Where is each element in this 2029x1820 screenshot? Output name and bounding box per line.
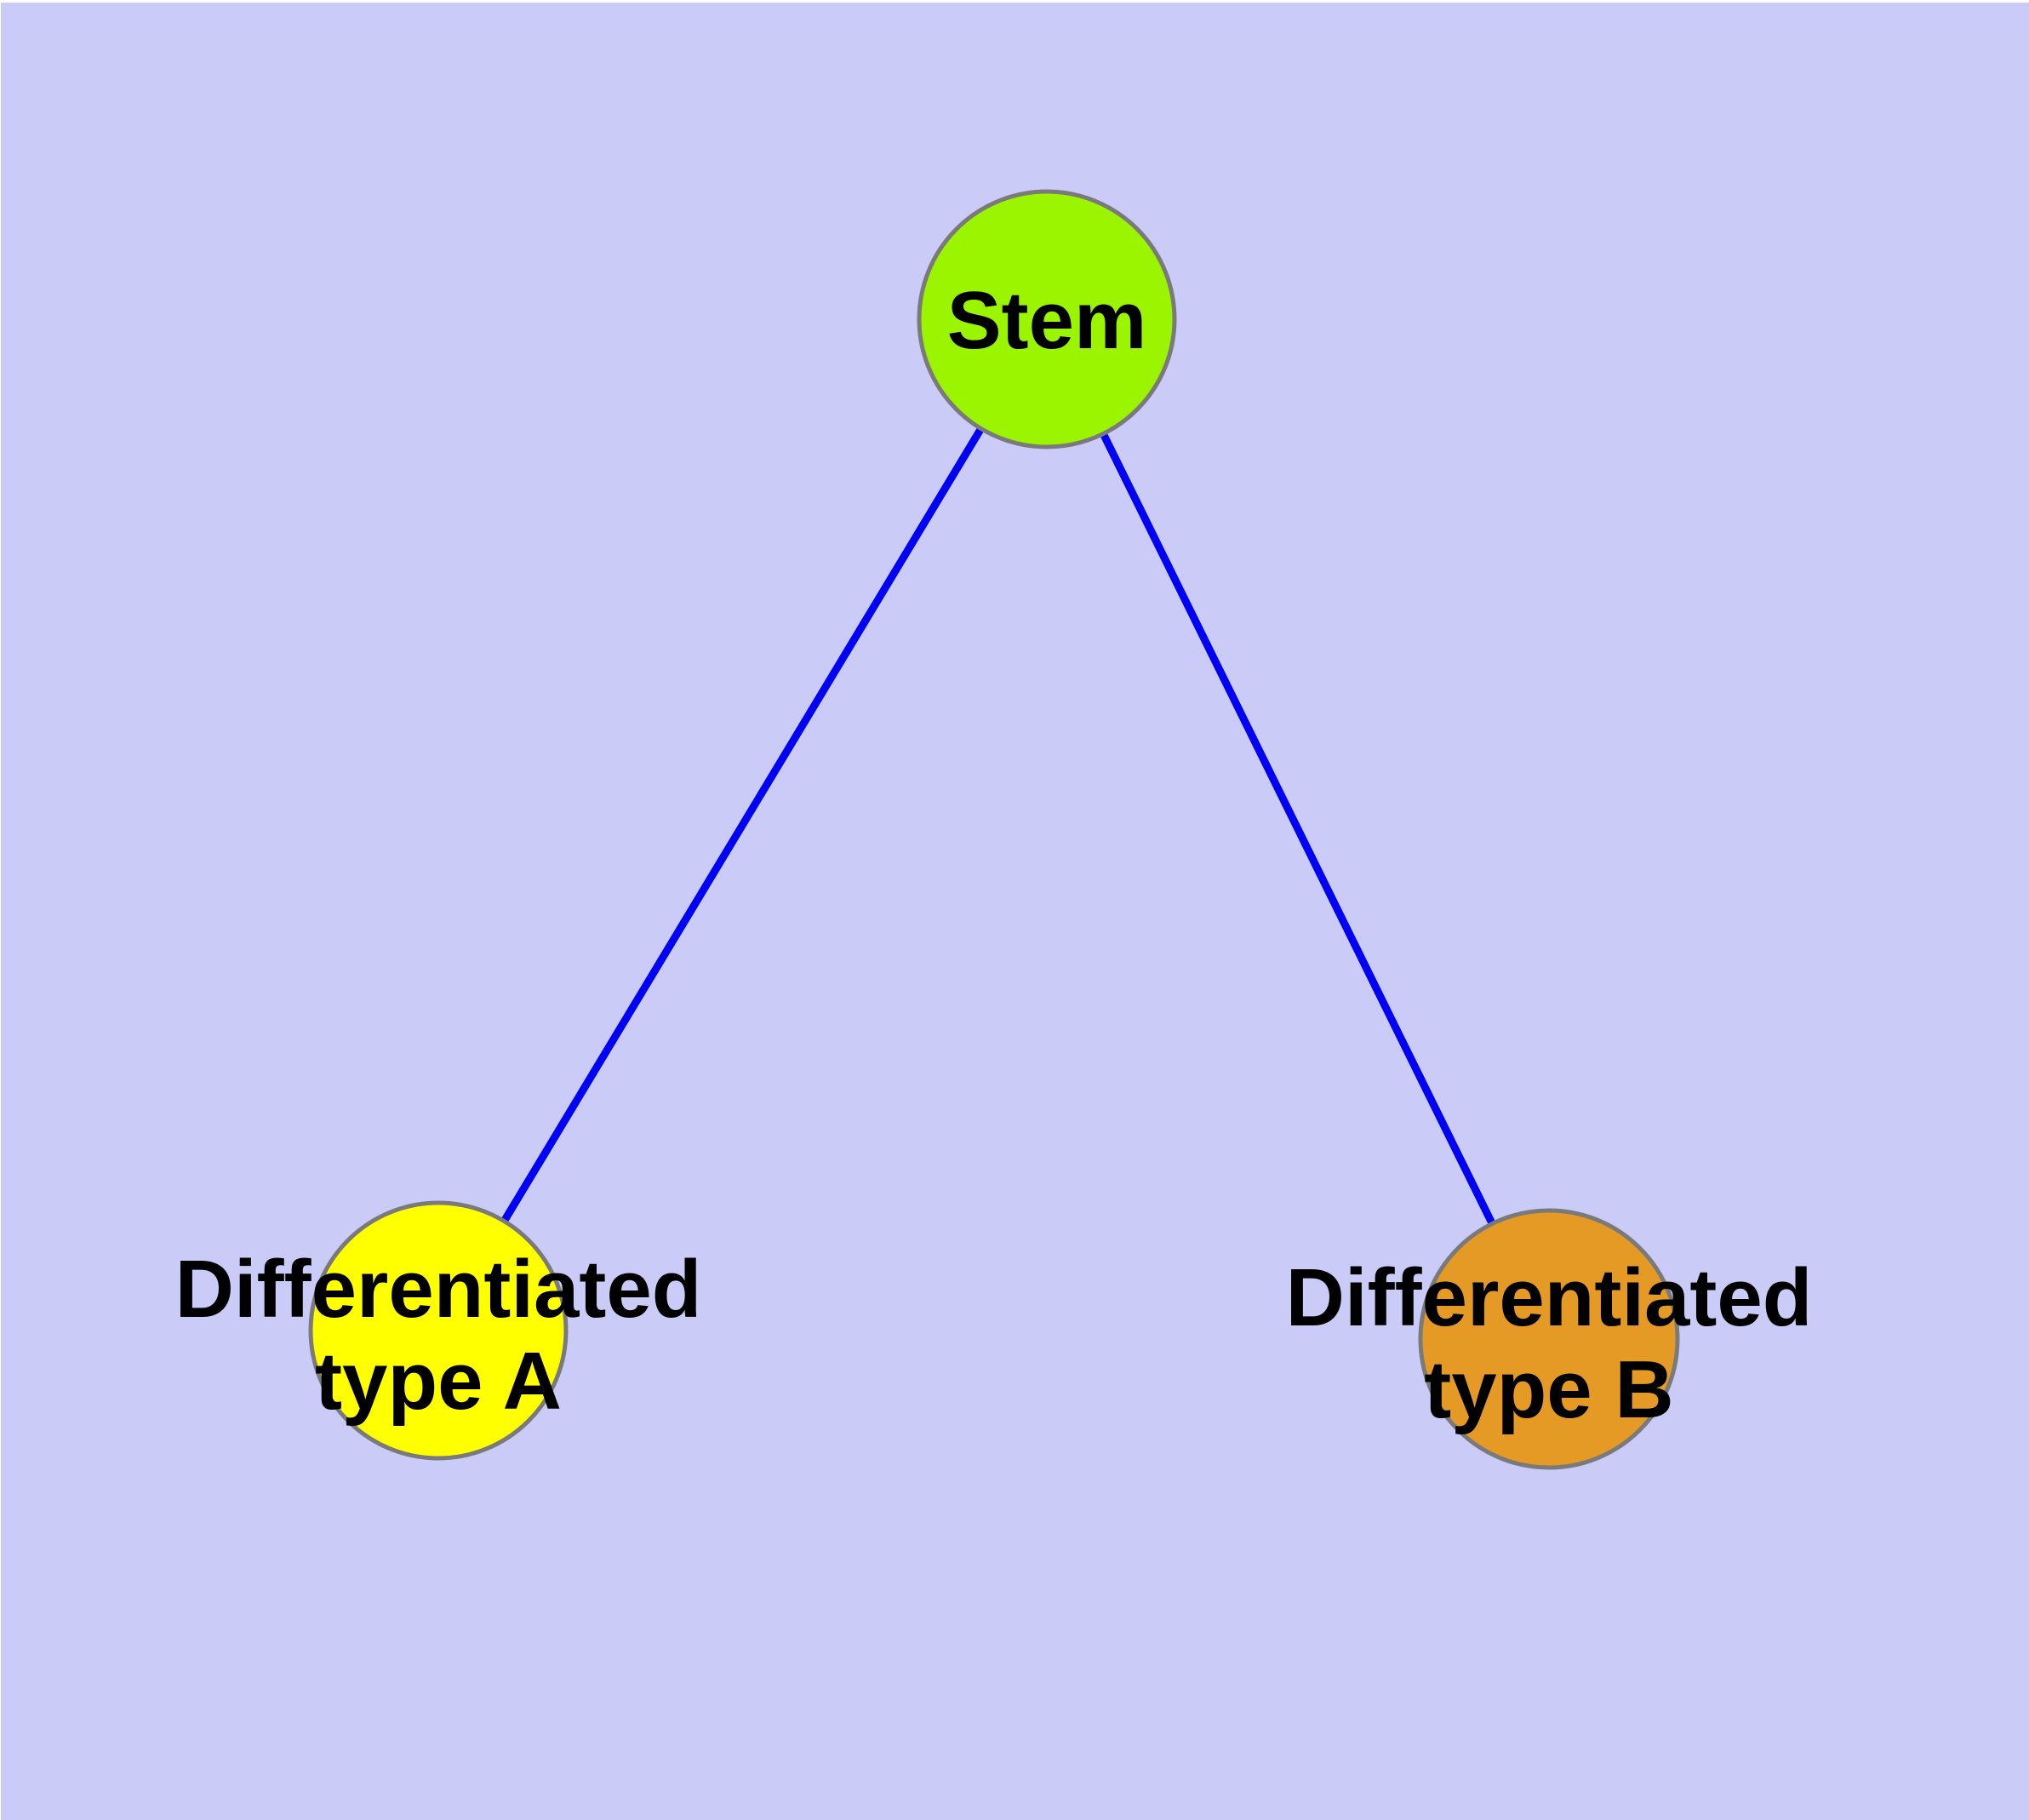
type-b-node-label-line1: Differentiated <box>1286 1252 1813 1343</box>
type-a-node-label-line1: Differentiated <box>175 1244 702 1335</box>
edge-stem-to-type-a <box>435 317 1050 1333</box>
type-a-node-label-line2: type A <box>315 1336 562 1427</box>
node-differentiated-type-b: Differentiated type B <box>1286 1208 1813 1470</box>
edge-group <box>435 317 1553 1341</box>
node-stem: Stem <box>917 189 1177 449</box>
stem-node-circle <box>917 189 1177 449</box>
type-b-node-label-line2: type B <box>1424 1344 1673 1435</box>
stem-node-label: Stem <box>947 275 1147 366</box>
type-b-node-circle <box>1418 1208 1680 1470</box>
edge-stem-to-type-b <box>1043 318 1553 1341</box>
node-differentiated-type-a: Differentiated type A <box>175 1200 702 1461</box>
type-a-node-circle <box>308 1200 569 1461</box>
